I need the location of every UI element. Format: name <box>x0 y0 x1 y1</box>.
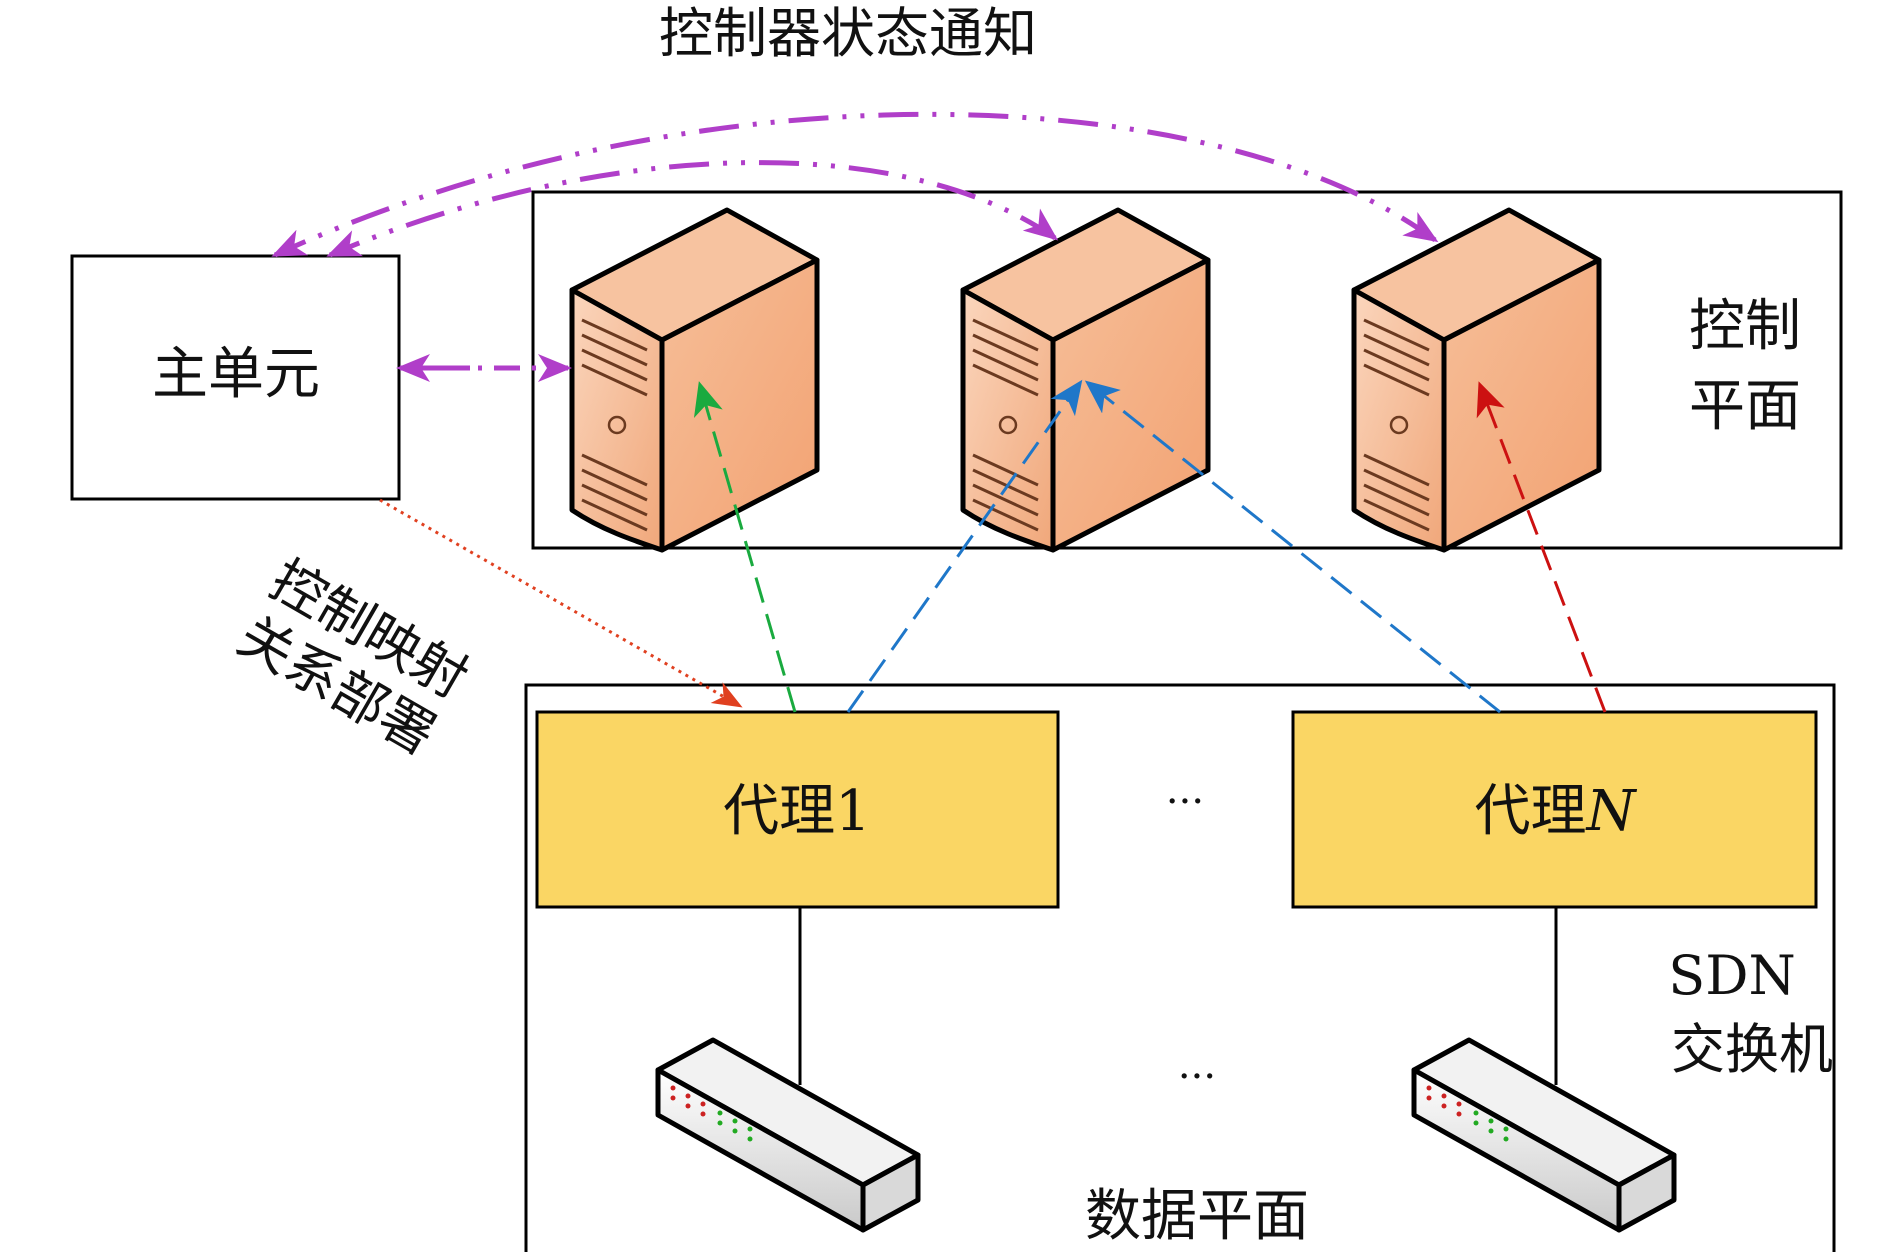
controller-server-2 <box>963 210 1208 550</box>
agent-1-to-server-1 <box>693 381 797 713</box>
agent-1-label: 代理1 <box>723 779 871 844</box>
agent-1-number: 1 <box>835 779 871 844</box>
state-notify-arc-inner-rev <box>1022 208 1059 241</box>
agent-ellipsis: ··· <box>1166 779 1204 825</box>
agent-1-box <box>535 710 1060 909</box>
controller-server-3 <box>1354 210 1599 550</box>
controller-server-1 <box>572 210 817 550</box>
agent-n-box <box>1291 710 1818 909</box>
data-plane-box <box>524 683 1836 1252</box>
title-label: 控制器状态通知 <box>659 2 1037 65</box>
mapping-deploy-arrow <box>379 498 743 708</box>
agent-n-number: N <box>1585 779 1638 844</box>
agent-n-to-server-3 <box>1476 381 1607 713</box>
agent-n-to-server-2 <box>1084 380 1501 714</box>
master-unit-box <box>70 254 401 501</box>
control-plane-label-line2: 平面 <box>1689 374 1801 439</box>
control-plane-label-line1: 控制 <box>1689 294 1801 359</box>
state-notify-arc-outer-rev <box>1402 211 1439 243</box>
switch-label-line1: SDN <box>1668 944 1796 1007</box>
agent-1-to-server-2 <box>846 379 1083 713</box>
sdn-switch-n <box>1414 1040 1674 1230</box>
sdn-switch-1 <box>658 1040 918 1230</box>
agent-n-label: 代理N <box>1475 779 1638 844</box>
master-unit-label: 主单元 <box>152 342 320 407</box>
switch-label-line2: 交换机 <box>1671 1018 1833 1081</box>
switch-ellipsis: ··· <box>1178 1054 1216 1100</box>
state-notify-arc-outer <box>271 111 1437 258</box>
data-plane-label: 数据平面 <box>1085 1184 1309 1249</box>
